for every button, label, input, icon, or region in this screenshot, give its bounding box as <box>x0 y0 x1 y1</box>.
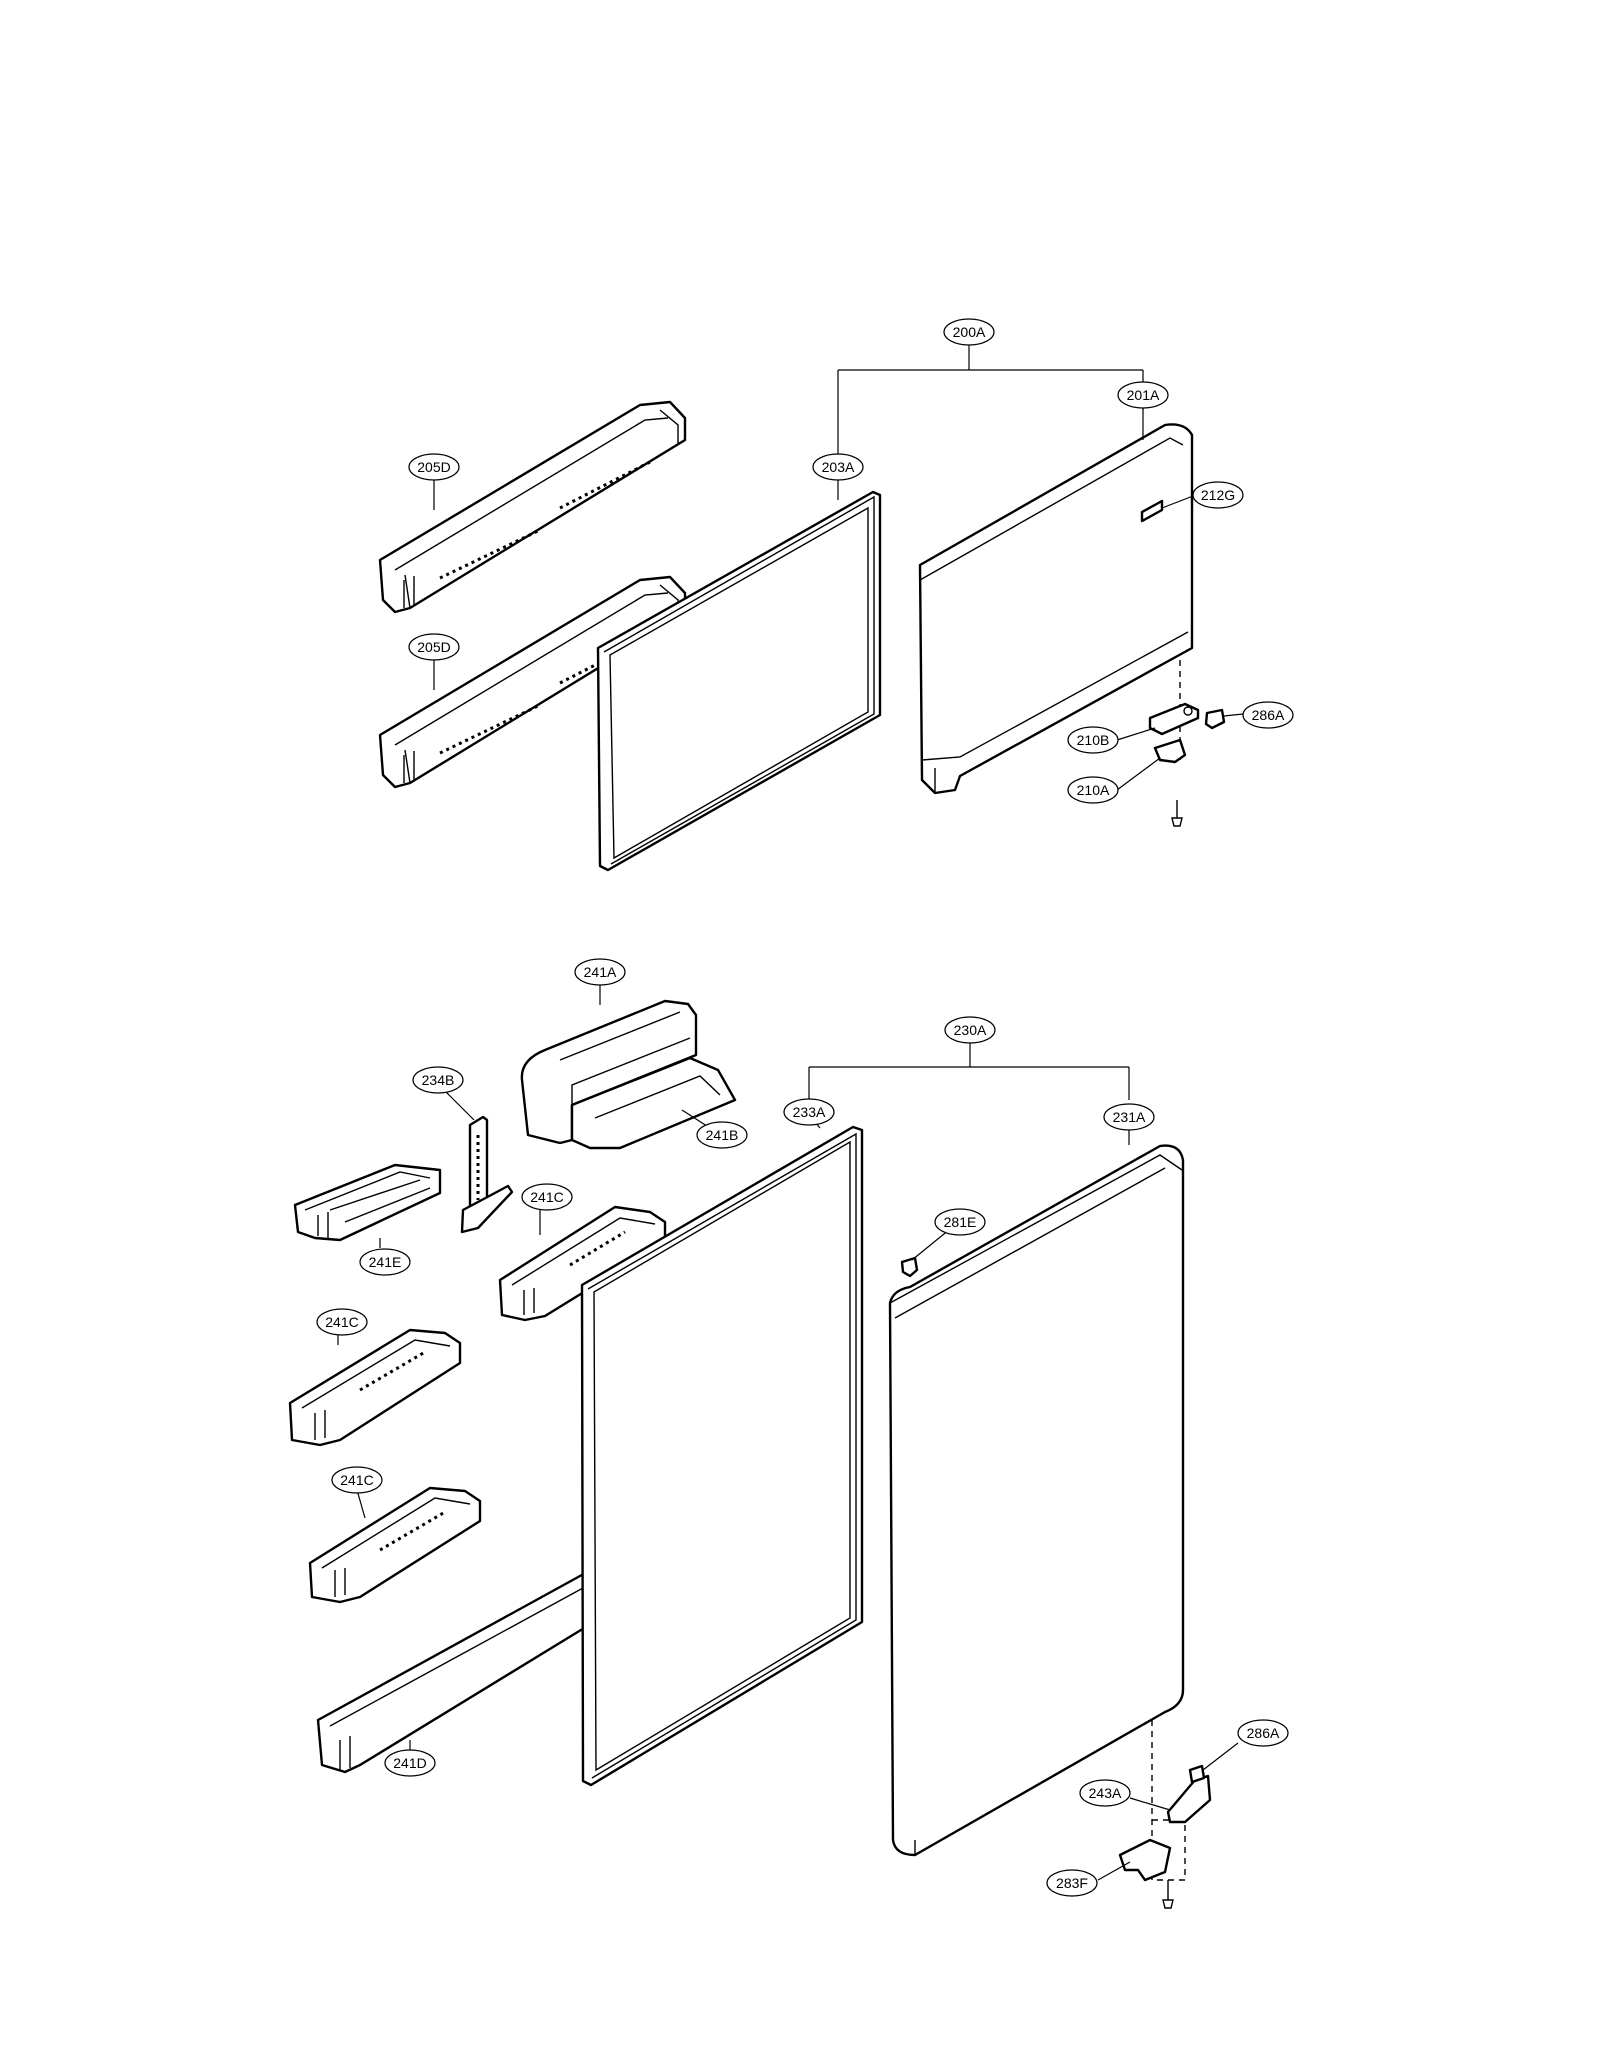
callout-label: 205D <box>417 639 450 655</box>
callout-label: 283F <box>1056 1875 1088 1891</box>
callout-label: 212G <box>1201 487 1235 503</box>
callout-label: 241D <box>393 1755 426 1771</box>
cap-281E <box>900 1256 919 1278</box>
callout-286A-lower: 286A <box>1237 1719 1289 1747</box>
door-bin-241C-middle <box>288 1328 462 1447</box>
freezer-door-201A <box>918 423 1194 795</box>
callout-212G: 212G <box>1192 481 1244 509</box>
callout-233A: 233A <box>783 1098 835 1126</box>
part-callouts: 200A 201A 203A 212G 205D 205D 286A 210B … <box>316 318 1294 1897</box>
dairy-compartment-241A <box>520 999 737 1150</box>
lower-hinge-assembly <box>1118 1720 1212 1909</box>
callout-205D-lower: 205D <box>408 633 460 661</box>
callout-210B: 210B <box>1067 726 1119 754</box>
callout-label: 233A <box>793 1104 826 1120</box>
callout-241C-lower: 241C <box>331 1466 383 1494</box>
callout-241A: 241A <box>574 958 626 986</box>
door-gasket-203A <box>596 490 882 872</box>
callout-231A: 231A <box>1103 1103 1155 1131</box>
callout-label: 241C <box>325 1314 358 1330</box>
callout-200A: 200A <box>943 318 995 346</box>
callout-205D-upper: 205D <box>408 453 460 481</box>
door-bin-241C-lower <box>308 1486 482 1604</box>
callout-203A: 203A <box>812 453 864 481</box>
callout-label: 243A <box>1089 1785 1122 1801</box>
callout-210A: 210A <box>1067 776 1119 804</box>
callout-241E: 241E <box>359 1248 411 1276</box>
bin-divider-234B <box>460 1115 514 1234</box>
callout-label: 241C <box>340 1472 373 1488</box>
callout-234B: 234B <box>412 1066 464 1094</box>
callout-label: 241E <box>369 1254 402 1270</box>
callout-label: 286A <box>1247 1725 1280 1741</box>
egg-tray-241E <box>293 1163 442 1242</box>
bracket-200A <box>837 345 1144 470</box>
callout-241C-middle: 241C <box>316 1308 368 1336</box>
callout-label: 230A <box>954 1022 987 1038</box>
callout-label: 286A <box>1252 707 1285 723</box>
door-bin-205D-upper <box>378 400 687 614</box>
door-gasket-233A <box>580 1125 864 1787</box>
callout-label: 210B <box>1077 732 1110 748</box>
callout-241C-upper: 241C <box>521 1183 573 1211</box>
callout-label: 234B <box>422 1072 455 1088</box>
callout-label: 231A <box>1113 1109 1146 1125</box>
callout-label: 203A <box>822 459 855 475</box>
callout-label: 241C <box>530 1189 563 1205</box>
bracket-230A <box>808 1043 1130 1100</box>
callout-label: 200A <box>953 324 986 340</box>
callout-label: 201A <box>1127 387 1160 403</box>
callout-283F: 283F <box>1046 1869 1098 1897</box>
callout-281E: 281E <box>934 1208 986 1236</box>
callout-230A: 230A <box>944 1016 996 1044</box>
refrigerator-door-231A <box>888 1144 1185 1857</box>
callout-201A: 201A <box>1117 381 1169 409</box>
callout-241B: 241B <box>696 1121 748 1149</box>
callout-label: 241A <box>584 964 617 980</box>
upper-hinge-assembly <box>1148 660 1226 827</box>
callout-label: 241B <box>706 1127 739 1143</box>
callout-label: 281E <box>944 1214 977 1230</box>
callout-label: 210A <box>1077 782 1110 798</box>
upper-leader-lines <box>433 408 1244 791</box>
callout-label: 205D <box>417 459 450 475</box>
callout-243A: 243A <box>1079 1779 1131 1807</box>
callout-241D: 241D <box>384 1749 436 1777</box>
callout-286A-upper: 286A <box>1242 701 1294 729</box>
